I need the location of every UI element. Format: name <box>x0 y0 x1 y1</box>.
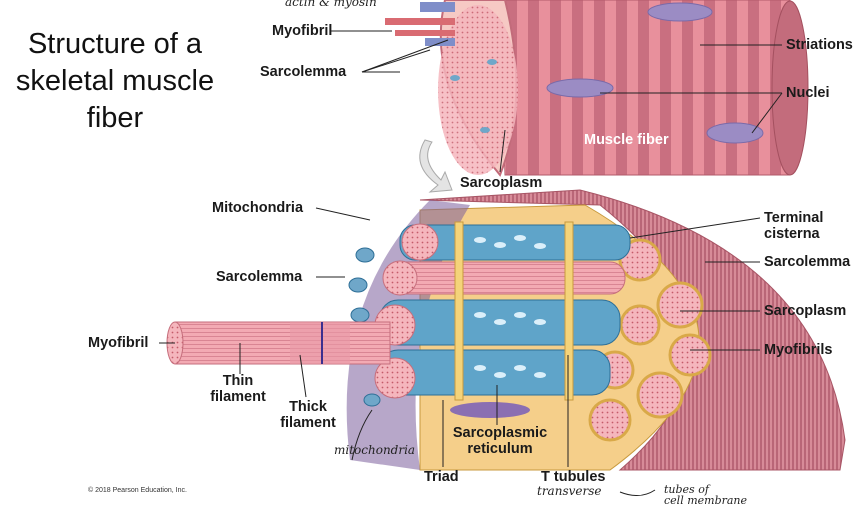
mitochondria-cluster <box>348 247 381 407</box>
mitochondrion <box>487 59 497 65</box>
title-line-2: skeletal muscle <box>15 65 215 97</box>
label-myofibrils-right: Myofibrils <box>764 342 833 358</box>
label-terminal-line-1: Terminal <box>764 210 824 226</box>
label-myofibril-left: Myofibril <box>88 335 149 351</box>
handwritten-tubes-line-2: cell membrane <box>664 494 748 507</box>
label-sarcolemma-top: Sarcolemma <box>260 64 347 80</box>
label-thin-line-1: Thin <box>222 373 254 389</box>
handwritten-top-note: actin & myosin <box>285 0 377 9</box>
label-thin-line-2: filament <box>210 389 266 405</box>
mitochondrion <box>480 127 490 133</box>
copyright: © 2018 Pearson Education, Inc. <box>88 487 187 494</box>
label-sarcoplasm-top: Sarcoplasm <box>460 175 543 191</box>
label-sarcoplasm-right: Sarcoplasm <box>764 303 847 319</box>
label-thin-filament: Thin filament <box>206 373 270 405</box>
title-line-3: fiber <box>86 102 144 134</box>
label-sarcoplasmic-reticulum: Sarcoplasmic reticulum <box>445 425 555 457</box>
label-terminal-line-2: cisterna <box>764 226 820 242</box>
mitochondrion <box>450 75 460 81</box>
label-thick-filament: Thick filament <box>276 399 340 431</box>
label-nuclei: Nuclei <box>786 85 830 101</box>
title-line-1: Structure of a <box>27 28 203 60</box>
purple-sarcoplasm-blob <box>450 402 530 418</box>
myofibril-rows <box>374 221 631 401</box>
label-sr-line-2: reticulum <box>467 441 533 457</box>
handwritten-mitochondria: mitochondria <box>334 443 416 457</box>
label-thick-line-2: filament <box>280 415 336 431</box>
nucleus <box>546 78 614 98</box>
label-sr-line-1: Sarcoplasmic <box>452 425 548 441</box>
label-sarcolemma-left: Sarcolemma <box>216 269 303 285</box>
label-terminal-cisterna: Terminal cisterna <box>764 210 823 242</box>
muscle-fiber-bottom <box>166 189 846 471</box>
handwritten-tubes: tubes of cell membrane <box>664 484 747 506</box>
leader-lines <box>159 30 783 467</box>
label-myofibril-top: Myofibril <box>272 23 333 39</box>
nucleus <box>647 2 713 22</box>
handwritten-annotations <box>351 409 656 496</box>
nucleus <box>706 122 764 144</box>
label-mitochondria: Mitochondria <box>212 200 304 216</box>
protruding-myofibril <box>166 321 391 365</box>
label-sarcolemma-right: Sarcolemma <box>764 254 851 270</box>
muscle-fiber-top <box>385 0 809 177</box>
handwritten-tubes-line-1: tubes of <box>664 483 709 496</box>
label-thick-line-1: Thick <box>289 399 327 415</box>
label-muscle-fiber: Muscle fiber <box>584 132 669 148</box>
page-title: Structure of a skeletal muscle fiber <box>0 26 230 137</box>
label-t-tubules: T tubules <box>541 469 606 485</box>
label-striations: Striations <box>786 37 853 53</box>
handwritten-transverse: transverse <box>537 484 602 498</box>
label-triad: Triad <box>424 469 459 485</box>
zoom-arrow <box>419 139 453 193</box>
